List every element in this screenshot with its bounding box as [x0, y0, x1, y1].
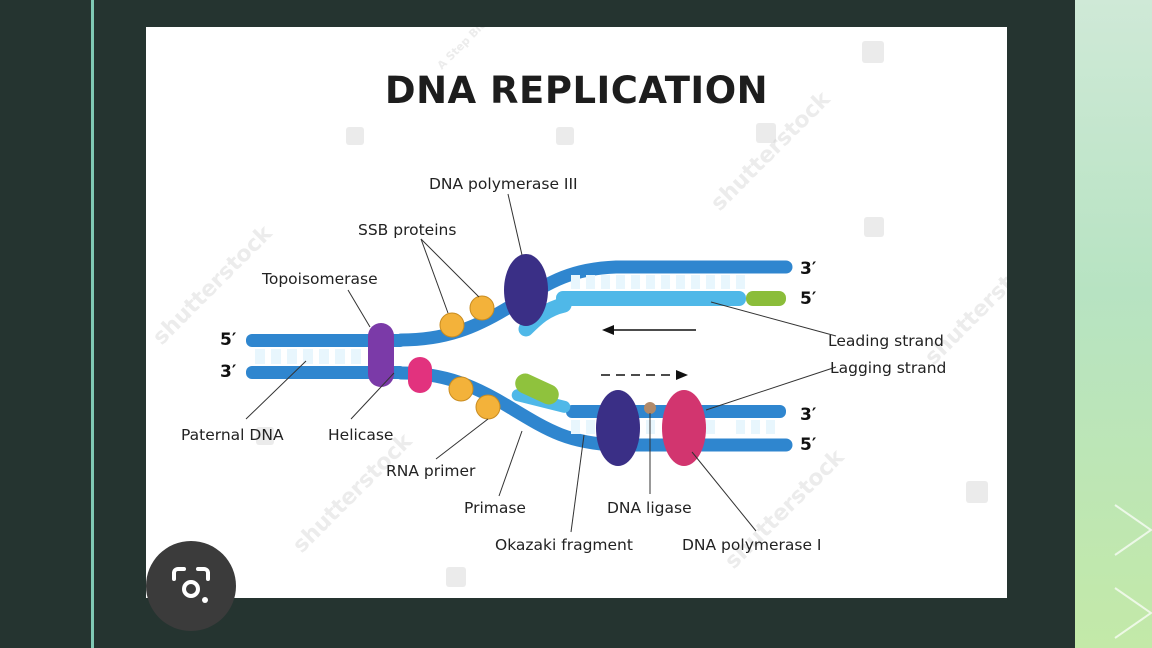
label-okazaki-fragment: Okazaki fragment — [495, 536, 633, 554]
end-label-upper-top: 3′ — [800, 259, 816, 279]
label-rna-primer: RNA primer — [386, 462, 475, 480]
label-leaders — [246, 194, 836, 532]
label-paternal-dna: Paternal DNA — [181, 426, 284, 444]
lens-search-button[interactable] — [146, 541, 236, 631]
end-label-lower-top: 3′ — [800, 405, 816, 425]
label-ssb-proteins: SSB proteins — [358, 221, 456, 239]
dna-polymerase-i-shape — [662, 390, 706, 466]
left-accent-rule — [91, 0, 94, 648]
okazaki-polymerase-shape — [596, 390, 640, 466]
end-label-left-top: 5′ — [220, 330, 236, 350]
right-decor-panel — [1075, 0, 1152, 648]
dna-ligase-shape — [644, 402, 656, 414]
end-label-upper-bottom: 5′ — [800, 289, 816, 309]
label-helicase: Helicase — [328, 426, 393, 444]
label-dna-polymerase-iii: DNA polymerase III — [429, 175, 578, 193]
label-topoisomerase: Topoisomerase — [262, 270, 378, 288]
helicase-shape — [408, 357, 432, 393]
ssb-proteins-shapes — [440, 296, 500, 419]
end-label-left-bottom: 3′ — [220, 362, 236, 382]
dna-replication-diagram — [146, 27, 1007, 598]
direction-arrows — [601, 325, 696, 380]
label-leading-strand: Leading strand — [828, 332, 944, 350]
decor-chevrons — [1075, 0, 1152, 648]
slide-image: DNA REPLICATION — [146, 27, 1007, 598]
end-label-lower-bottom: 5′ — [800, 435, 816, 455]
dna-polymerase-iii-shape — [504, 254, 548, 326]
label-dna-ligase: DNA ligase — [607, 499, 692, 517]
label-dna-polymerase-i: DNA polymerase I — [682, 536, 821, 554]
label-lagging-strand: Lagging strand — [830, 359, 946, 377]
google-lens-icon — [168, 563, 214, 609]
label-primase: Primase — [464, 499, 526, 517]
